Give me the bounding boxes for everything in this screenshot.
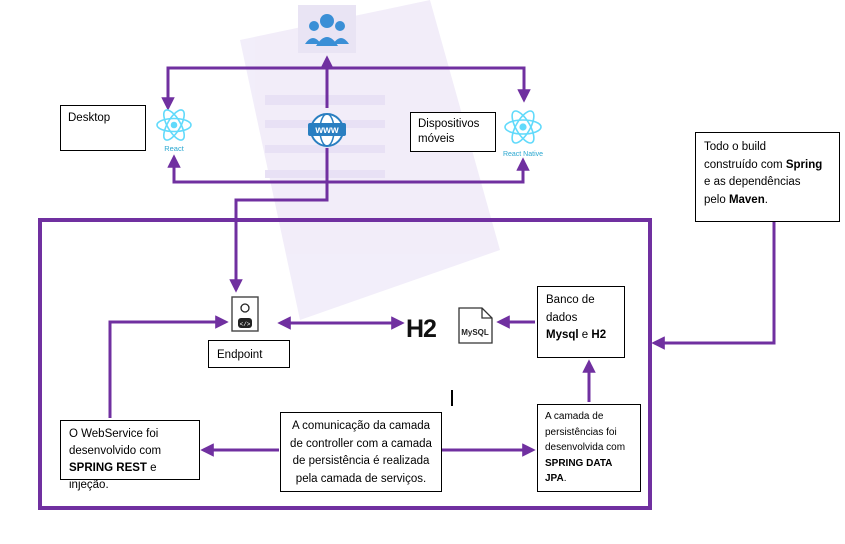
webservice-line3-post: e injeção. [69, 462, 157, 491]
database-h2: H2 [591, 329, 607, 341]
endpoint-label: Endpoint [217, 349, 263, 361]
webservice-spring-rest: SPRING REST [69, 462, 147, 474]
persistence-spring-data: SPRING DATA [545, 457, 613, 469]
react-caption: React [164, 144, 185, 153]
webservice-box: O WebService foi desenvolvido com SPRING… [60, 420, 200, 491]
webservice-line2: desenvolvido com [69, 445, 162, 457]
www-text: www [314, 125, 339, 136]
endpoint-box: Endpoint [208, 340, 290, 368]
react-icon [156, 109, 192, 141]
mobile-devices-box: Dispositivos móveis [410, 112, 496, 152]
communication-line2: de controller com a camada [290, 437, 432, 450]
build-note-box: Todo o build construído com Spring e as … [695, 132, 840, 222]
endpoint-document-icon: </> [231, 296, 259, 332]
persistence-line1: A camada de [545, 411, 604, 422]
build-line1: Todo o build [704, 141, 767, 153]
communication-box: A comunicação da camada de controller co… [280, 412, 442, 492]
users-icon [298, 5, 356, 53]
persistence-line3: desenvolvida com [545, 442, 626, 453]
build-line2-bold: Spring [785, 158, 823, 171]
persistence-jpa: JPA [545, 473, 564, 484]
www-globe-icon: www [308, 113, 346, 147]
webservice-endpoint-arrow [108, 315, 229, 418]
database-mysql: Mysql [546, 329, 579, 341]
build-line4-pre: pelo [704, 193, 729, 206]
communication-line4: pela camada de serviços. [295, 472, 427, 485]
mysql-logo: MySQL [458, 307, 493, 344]
mysql-text: MySQL [461, 328, 489, 337]
mobile-label-line2: móveis [418, 133, 455, 145]
webservice-line1: O WebService foi [69, 428, 159, 440]
communication-line1: A comunicação da camada [291, 420, 431, 432]
react-native-caption: React Native [503, 151, 543, 158]
react-native-icon [504, 110, 542, 144]
persistence-line2: persistências foi [545, 426, 617, 438]
desktop-box: Desktop [60, 105, 146, 151]
communication-line3: de persistência é realizada [292, 455, 430, 467]
text-cursor [451, 390, 453, 406]
database-box: Banco de dados Mysql e H2 [537, 286, 625, 358]
background-watermark [240, 0, 500, 320]
database-line2: dados [546, 311, 578, 324]
backend-frame [38, 218, 652, 510]
h2-logo: H2 [406, 315, 436, 343]
client-connectors [161, 55, 531, 293]
persistence-line5-post: . [563, 473, 567, 484]
build-connector [651, 222, 776, 350]
build-line3: e as dependências [704, 176, 801, 188]
build-line4-bold: Maven [728, 193, 765, 206]
database-line1: Banco de [546, 294, 595, 306]
database-and: e [578, 329, 592, 341]
build-line4-post: . [764, 193, 768, 206]
persistence-box: A camada de persistências foi desenvolvi… [537, 404, 641, 492]
svg-text:</>: </> [240, 321, 251, 328]
mobile-label-line1: Dispositivos [418, 118, 480, 130]
build-line2-pre: construído com [704, 158, 786, 171]
desktop-label: Desktop [68, 112, 111, 124]
